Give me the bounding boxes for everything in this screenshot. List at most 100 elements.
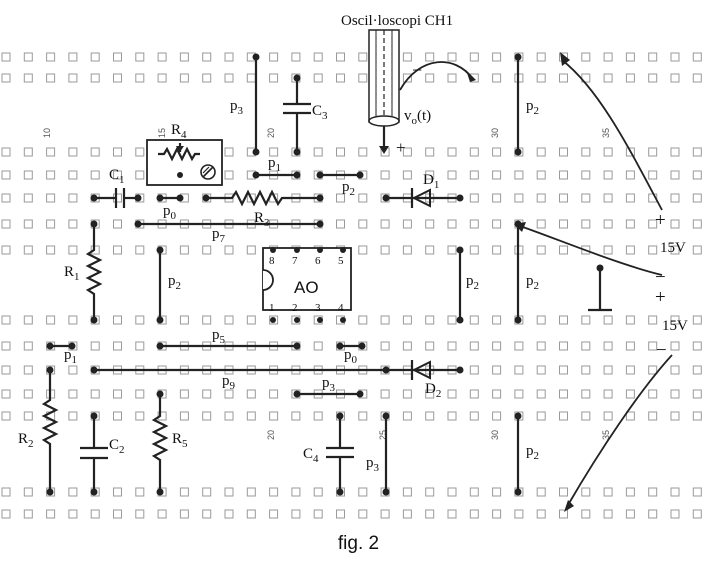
breadboard-hole [269,52,279,62]
capacitor-c1 [90,188,142,208]
breadboard-hole [559,509,568,519]
breadboard-hole [23,365,33,375]
breadboard-hole [536,509,546,519]
breadboard-hole [202,487,212,497]
breadboard-hole [90,245,100,255]
breadboard-hole [625,170,635,180]
breadboard-hole [514,509,524,519]
breadboard-hole [625,509,635,519]
jumper-labels: p3 p2 p1 p2 p0 p7 p2 p2 p2 p5 p1 p0 p9 p… [64,98,539,474]
label-p3: p3 [230,98,244,117]
breadboard-hole [492,219,502,229]
breadboard-hole [23,341,33,351]
breadboard-hole [179,411,189,421]
breadboard-hole [625,365,635,375]
breadboard-hole [670,147,680,157]
breadboard-hole [648,487,658,497]
breadboard-hole [224,389,234,399]
breadboard-hole [358,487,368,497]
breadboard-hole [536,170,546,180]
breadboard-hole [179,487,189,497]
breadboard-hole [224,170,234,180]
breadboard-hole [648,52,658,62]
breadboard-hole [1,411,11,421]
breadboard-hole [179,509,189,519]
breadboard-hole [380,245,390,255]
breadboard-hole [402,147,412,157]
breadboard-hole [692,73,702,83]
breadboard-hole [68,245,78,255]
breadboard-hole [113,341,122,351]
breadboard-hole [358,245,368,255]
breadboard-hole [447,147,457,157]
breadboard-hole [425,315,435,325]
breadboard-hole [90,341,100,351]
breadboard-hole [648,170,658,180]
breadboard-hole [425,52,435,62]
breadboard-hole [625,52,635,62]
breadboard-hole [492,315,502,325]
breadboard-hole [603,509,613,519]
breadboard-hole [224,411,234,421]
breadboard-hole [224,315,234,325]
column-number: 10 [42,128,52,138]
breadboard-hole [559,245,568,255]
breadboard-hole [179,73,189,83]
breadboard-hole [692,219,702,229]
breadboard-hole [469,219,479,229]
breadboard-hole [358,52,368,62]
breadboard-hole [536,411,546,421]
breadboard-hole [648,245,658,255]
resistor-r3 [202,189,324,207]
breadboard-hole [135,315,145,325]
breadboard-hole [68,315,78,325]
oscilloscope-probe: + − [368,29,476,157]
breadboard-hole [536,193,546,203]
breadboard-hole [224,73,234,83]
breadboard-hole [135,389,145,399]
breadboard-hole [692,411,702,421]
breadboard-hole [23,315,33,325]
breadboard-hole [447,219,457,229]
breadboard-hole [559,389,568,399]
breadboard-hole [46,245,56,255]
breadboard-hole [536,245,546,255]
breadboard-hole [670,365,680,375]
breadboard-hole [135,147,145,157]
breadboard-hole [670,509,680,519]
breadboard-hole [469,170,479,180]
breadboard-hole [224,147,234,157]
capacitor-c3 [283,74,311,156]
breadboard-hole [536,389,546,399]
breadboard-hole [269,411,279,421]
breadboard-hole [625,219,635,229]
breadboard-hole [648,73,658,83]
breadboard-hole [68,147,78,157]
breadboard-hole [492,487,502,497]
supply-minus-bottom: − [656,340,667,361]
breadboard-hole [692,315,702,325]
column-number: 30 [490,128,500,138]
label-p1: p1 [268,155,281,174]
label-p2: p2 [526,443,539,462]
breadboard-diagram: 10 15 20 20 25 30 30 35 35 [1,13,702,519]
breadboard-hole [1,219,11,229]
label-c4: C4 [303,446,319,465]
breadboard-hole [202,73,212,83]
breadboard-hole [492,147,502,157]
breadboard-hole [581,389,591,399]
breadboard-hole [358,509,368,519]
breadboard-hole [179,245,189,255]
breadboard-hole [313,411,323,421]
column-number: 30 [490,430,500,440]
breadboard-hole [246,509,256,519]
breadboard-hole [46,52,56,62]
breadboard-hole [23,147,33,157]
breadboard-hole [492,365,502,375]
breadboard-hole [179,52,189,62]
breadboard-hole [447,509,457,519]
breadboard-hole [1,389,11,399]
breadboard-hole [68,509,78,519]
breadboard-hole [447,411,457,421]
breadboard-hole [581,147,591,157]
